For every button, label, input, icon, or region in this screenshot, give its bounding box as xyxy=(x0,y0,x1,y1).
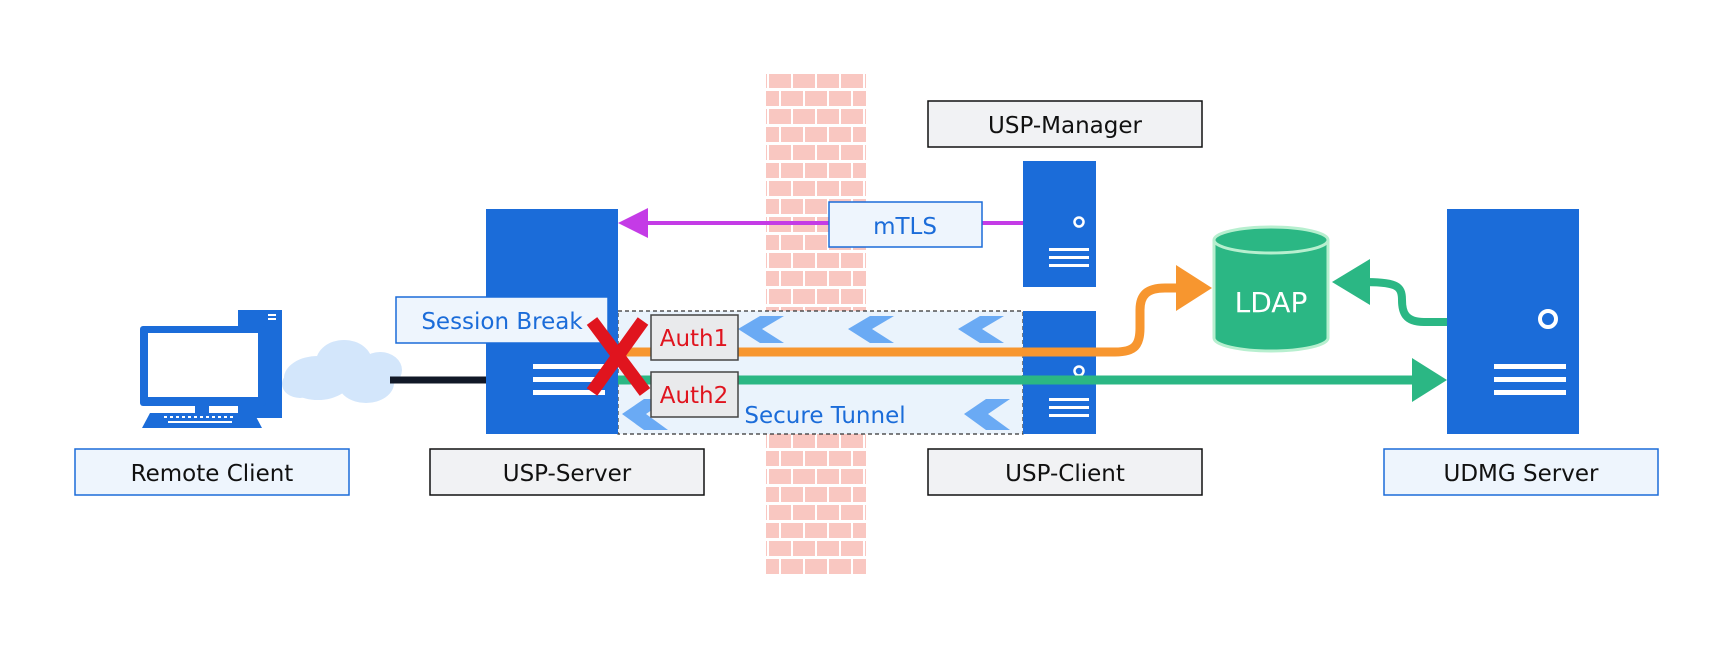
mtls-label-box: mTLS xyxy=(828,201,983,248)
database-icon: LDAP xyxy=(1212,225,1330,353)
remote-client-label-box: Remote Client xyxy=(74,448,350,496)
x-mark-icon xyxy=(586,317,651,396)
cloud-icon xyxy=(282,340,402,403)
session-break-label: Session Break xyxy=(421,309,583,335)
desktop-computer-icon xyxy=(140,310,282,428)
usp-client-label: USP-Client xyxy=(1005,461,1125,487)
auth1-label: Auth1 xyxy=(660,326,729,352)
usp-server-label: USP-Server xyxy=(503,461,632,487)
tunnel-chevrons-top xyxy=(738,316,1004,343)
auth2-label-box: Auth2 xyxy=(650,371,739,418)
server-icon xyxy=(1023,161,1096,287)
udmg-server-label: UDMG Server xyxy=(1444,461,1599,487)
auth1-label-box: Auth1 xyxy=(650,314,739,361)
usp-client-label-box: USP-Client xyxy=(927,448,1203,496)
mtls-label: mTLS xyxy=(873,214,937,240)
remote-client-label: Remote Client xyxy=(131,461,294,487)
server-icon xyxy=(1447,209,1579,434)
auth2-label: Auth2 xyxy=(660,383,729,409)
ldap-label: LDAP xyxy=(1235,286,1308,319)
secure-tunnel-label: Secure Tunnel xyxy=(744,403,905,429)
session-break-label-box: Session Break xyxy=(395,296,609,344)
usp-server-label-box: USP-Server xyxy=(429,448,705,496)
udmg-to-ldap-arrow xyxy=(1332,259,1447,326)
usp-manager-label-box: USP-Manager xyxy=(927,100,1203,148)
auth2-arrow xyxy=(618,358,1447,402)
server-icon xyxy=(1023,311,1096,434)
usp-manager-label: USP-Manager xyxy=(988,113,1142,139)
udmg-server-label-box: UDMG Server xyxy=(1383,448,1659,496)
auth1-arrow xyxy=(618,265,1212,357)
